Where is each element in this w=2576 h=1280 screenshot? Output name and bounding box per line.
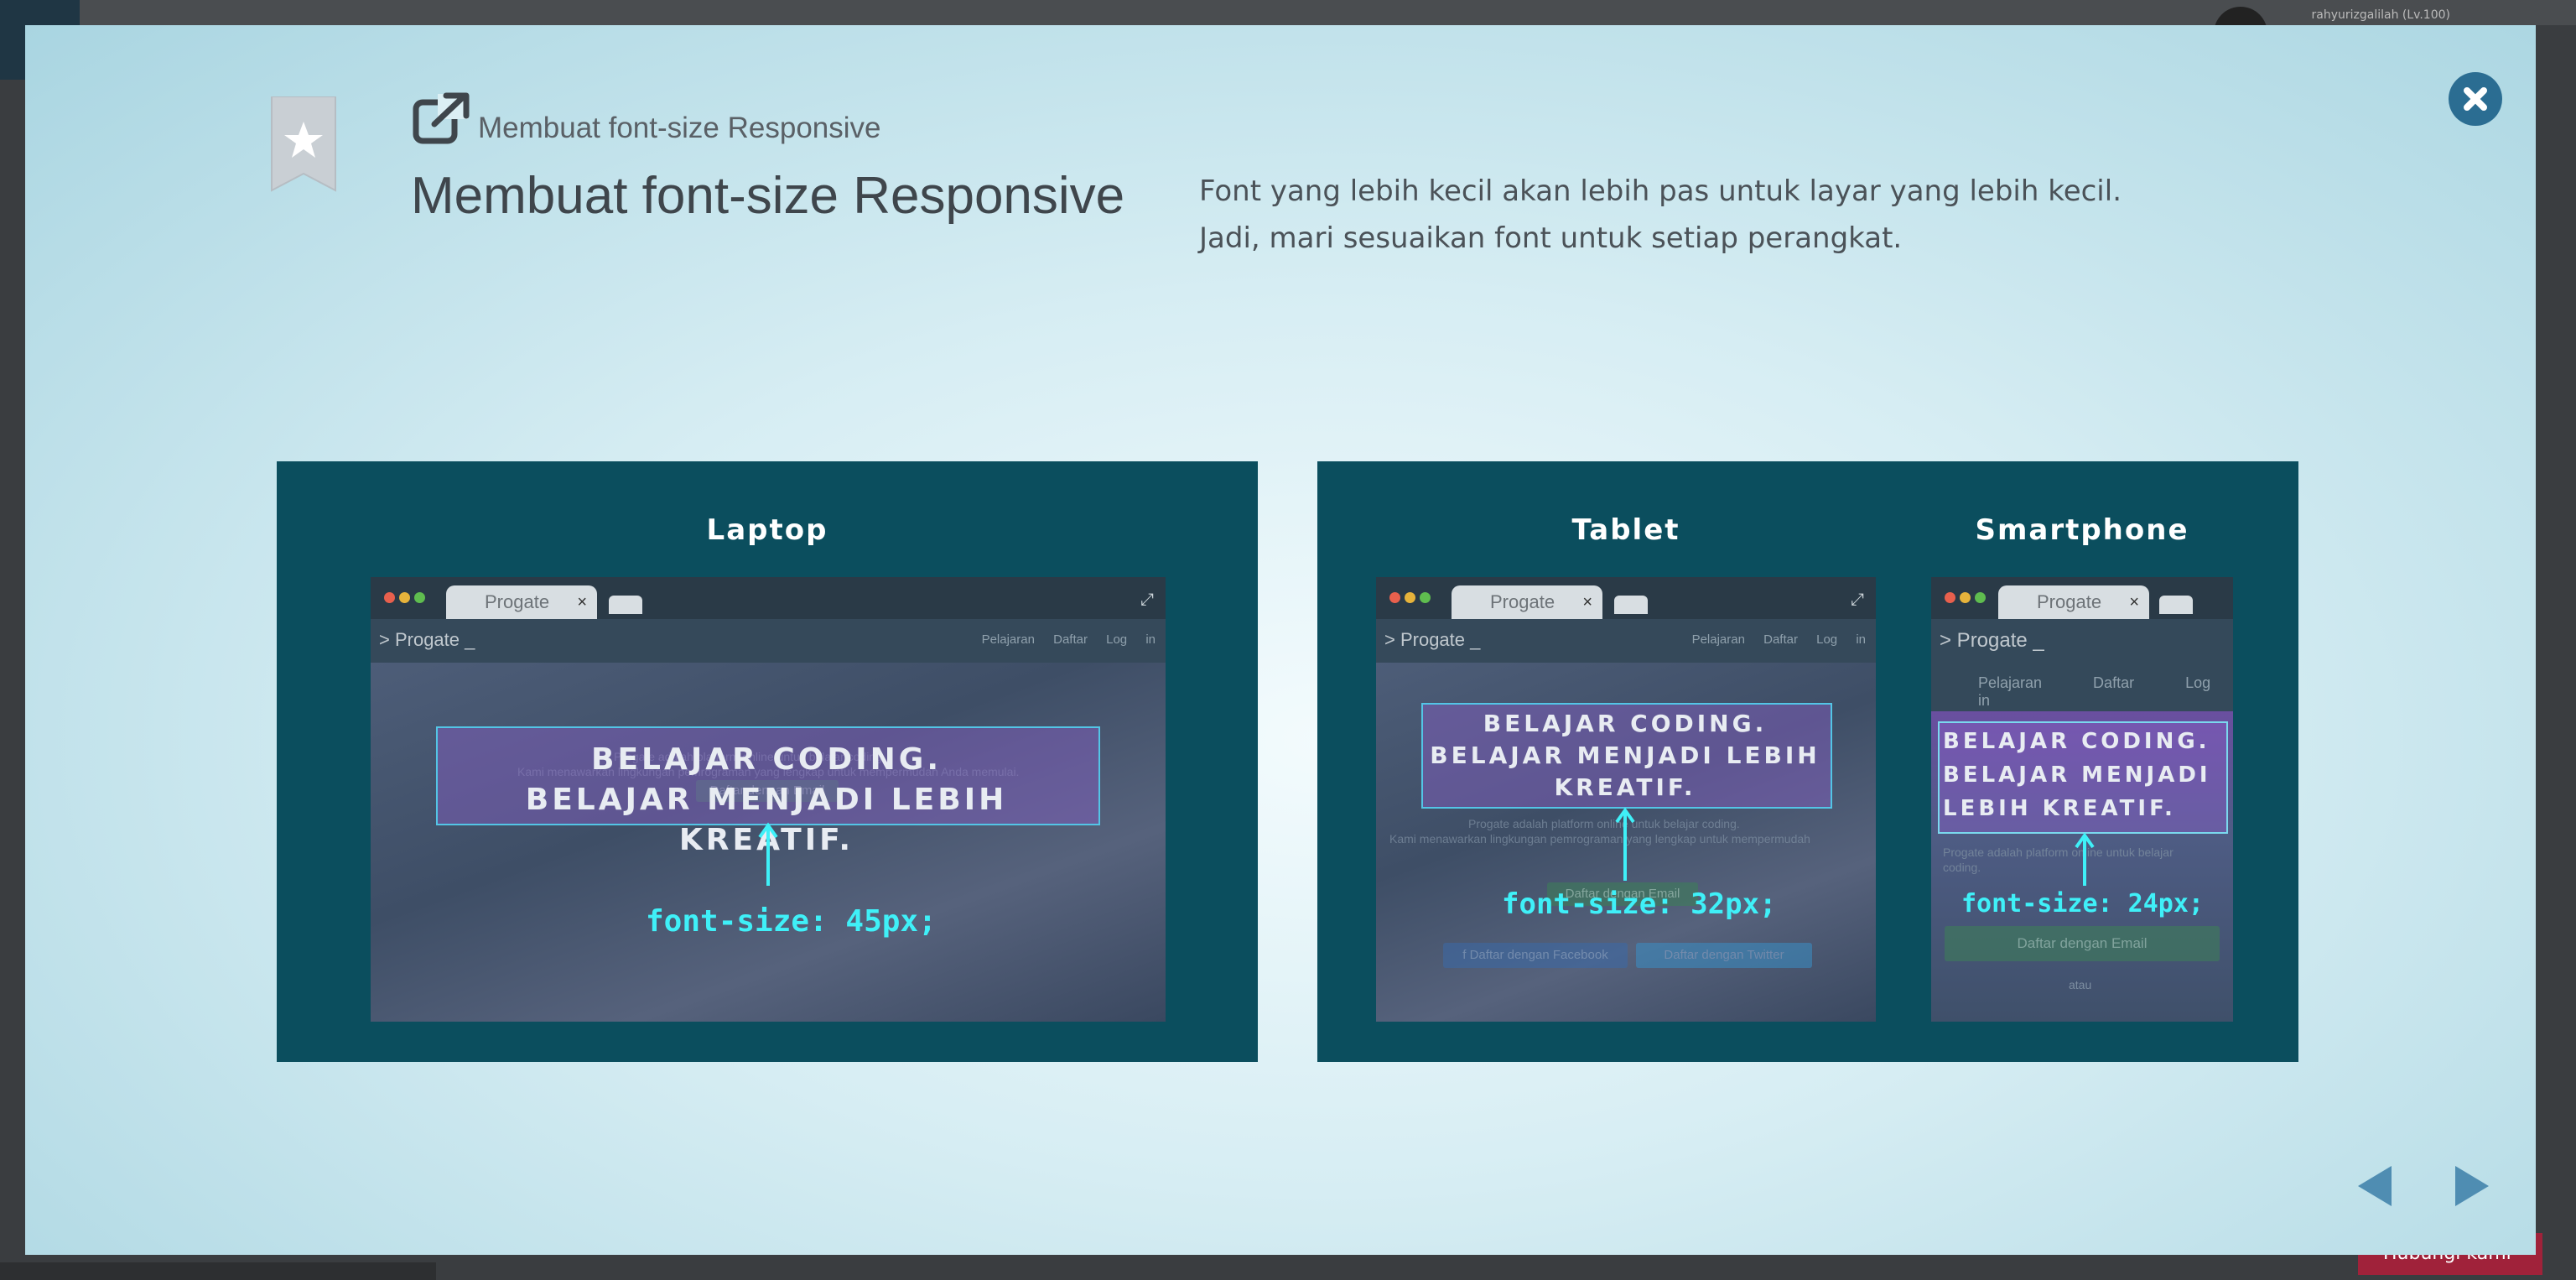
email-signup-button: Daftar dengan Email [1945,926,2220,961]
background-scrollbar[interactable] [0,1262,436,1280]
background-username[interactable]: rahyurizgalilah (Lv.100) [2311,8,2451,22]
hero-body-text: Kami menawarkan lingkungan pemrograman y… [517,765,1020,778]
smartphone-screenshot: Progate × > Progate _ Pelajaran Daftar L… [1931,577,2233,1022]
tablet-screenshot: Progate × ⤢ > Progate _ Pelajaran Daftar… [1376,577,1876,1022]
tab-close-icon: × [577,593,587,611]
tab-close-icon: × [2129,593,2139,611]
next-slide-button[interactable] [2454,1163,2492,1210]
expand-icon: ⤢ [1851,589,1864,609]
browser-chrome: Progate × ⤢ [371,577,1166,619]
hero-body-text: Kami menawarkan lingkungan pemrograman y… [1389,832,1810,846]
description-line: Jadi, mari sesuaikan font untuk setiap p… [1199,221,1903,255]
arrow-up-icon [758,822,778,886]
site-hero: Progate adalah platform online untuk bel… [1931,711,2233,1022]
close-dot-icon [1945,592,1955,603]
arrow-up-icon [2075,832,2095,886]
tab-title: Progate [2037,591,2102,612]
site-brand: > Progate _ [379,629,475,650]
browser-tab: Progate × [446,585,597,619]
new-tab-icon [2159,596,2193,614]
site-navbar: > Progate _ Pelajaran Daftar Log in [1376,619,1876,663]
site-navbar: > Progate _ Pelajaran Daftar Log in [371,619,1166,663]
headline-line: LEBIH KREATIF. [1943,796,2176,821]
hero-body-text: Progate adalah platform online untuk bel… [614,750,886,763]
email-signup-button: Daftar dengan Email [1547,882,1698,906]
site-navbar: > Progate _ Pelajaran Daftar Log in [1931,619,2233,711]
close-button[interactable] [2449,72,2502,126]
slide-subtitle: Membuat font-size Responsive [478,112,881,144]
site-nav-links: Pelajaran Daftar Log in [1691,632,1866,647]
browser-chrome: Progate × ⤢ [1376,577,1876,619]
site-brand: > Progate _ [1384,629,1481,650]
headline-line: BELAJAR CODING. [1943,729,2210,754]
headline-line: BELAJAR MENJADI LEBIH [1430,741,1820,769]
font-size-label: font-size: 24px; [1961,889,2204,918]
site-nav-links: Pelajaran Daftar Log in [1978,674,2211,709]
background-top-bar [0,0,2576,25]
minimize-dot-icon [399,592,410,603]
close-dot-icon [384,592,395,603]
site-brand: > Progate _ [1940,629,2044,652]
hero-body-text: coding. [1943,861,1981,874]
site-nav-links: Pelajaran Daftar Log in [981,632,1156,647]
new-tab-icon [1614,596,1648,614]
headline-text: BELAJAR CODING. BELAJAR MENJADI LEBIH KR… [1943,725,2225,825]
maximize-dot-icon [1975,592,1986,603]
browser-tab: Progate × [1452,585,1602,619]
slide-description: Font yang lebih kecil akan lebih pas unt… [1199,168,2247,262]
headline-line: KREATIF. [1554,773,1696,801]
slide-title: Membuat font-size Responsive [411,167,1125,225]
arrow-up-icon [1615,807,1635,881]
browser-chrome: Progate × [1931,577,2233,619]
minimize-dot-icon [1405,592,1415,603]
headline-text: BELAJAR CODING. BELAJAR MENJADI LEBIH KR… [1421,708,1829,804]
laptop-panel: Laptop Progate × ⤢ > Progate _ Pelajaran… [277,461,1258,1062]
headline-line: BELAJAR CODING. [591,742,942,777]
close-icon [2464,87,2487,111]
tab-title: Progate [485,591,550,612]
or-text: atau [2069,978,2092,991]
slide-modal: Membuat font-size Responsive Membuat fon… [25,25,2536,1255]
maximize-dot-icon [414,592,425,603]
laptop-label: Laptop [706,513,828,547]
bookmark-star-icon[interactable] [268,96,339,194]
headline-line: BELAJAR MENJADI [1943,762,2211,788]
font-size-label: font-size: 45px; [646,904,937,939]
description-line: Font yang lebih kecil akan lebih pas unt… [1199,174,2122,208]
triangle-left-icon [2358,1166,2392,1206]
facebook-signup-button: f Daftar dengan Facebook [1443,943,1628,968]
hero-body-text: Progate adalah platform online untuk bel… [1943,846,2174,859]
headline-highlight [1421,703,1832,809]
tablet-smartphone-panel: Tablet Smartphone Progate × ⤢ > Progate … [1317,461,2298,1062]
new-tab-icon [609,596,642,614]
tab-title: Progate [1490,591,1555,612]
minimize-dot-icon [1960,592,1971,603]
twitter-signup-button: Daftar dengan Twitter [1636,943,1812,968]
expand-icon: ⤢ [1140,589,1154,609]
smartphone-label: Smartphone [1975,513,2189,547]
maximize-dot-icon [1420,592,1431,603]
headline-highlight [436,726,1100,825]
headline-line: BELAJAR CODING. [1483,710,1768,737]
laptop-screenshot: Progate × ⤢ > Progate _ Pelajaran Daftar… [371,577,1166,1022]
close-dot-icon [1389,592,1400,603]
browser-tab: Progate × [1998,585,2149,619]
email-signup-button: Daftar dengan Email [696,780,839,802]
tab-close-icon: × [1582,593,1592,611]
hero-body-text: Progate adalah platform online untuk bel… [1468,817,1740,830]
headline-highlight [1938,721,2228,834]
external-link-icon [413,91,471,146]
font-size-label: font-size: 32px; [1502,887,1777,921]
previous-slide-button[interactable] [2355,1163,2393,1210]
tablet-label: Tablet [1571,513,1680,547]
triangle-right-icon [2455,1166,2489,1206]
